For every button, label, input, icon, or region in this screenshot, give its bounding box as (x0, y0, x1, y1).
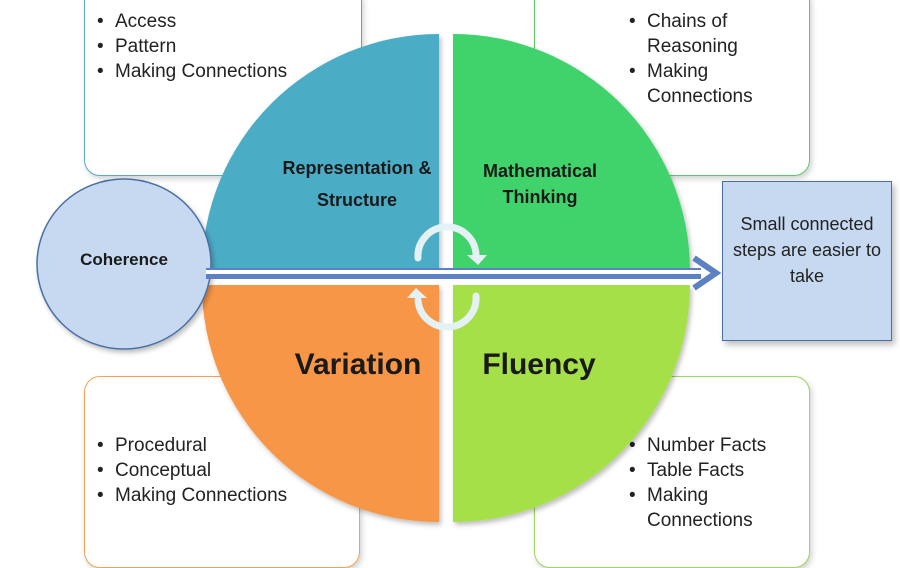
quadrant-fluency (453, 285, 690, 522)
quadrant-mathematical-thinking (453, 34, 690, 271)
quadrant-variation (202, 285, 439, 522)
list-item: Procedural (97, 433, 287, 458)
list-item: Number Facts (629, 433, 809, 458)
label-variation: Variation (294, 348, 422, 381)
list-item: Pattern (97, 34, 287, 59)
small-steps-box: Small connected steps are easier to take (722, 181, 892, 341)
right-arrow-icon (206, 255, 722, 291)
list-item: Table Facts (629, 458, 809, 483)
list-item: Access (97, 9, 287, 34)
list-item: Making Connections (629, 483, 809, 533)
label-representation-structure: Representation & Structure (282, 158, 432, 210)
cycle-arrow-top-icon (414, 223, 487, 265)
label-fluency: Fluency (482, 348, 596, 381)
cycle-arrow-bottom-icon (407, 288, 480, 331)
callout-list: Access Pattern Making Connections (97, 9, 287, 84)
list-item: Conceptual (97, 458, 287, 483)
callout-list: Number Facts Table Facts Making Connecti… (629, 433, 809, 533)
list-item: Making Connections (629, 59, 809, 109)
callout-list: Procedural Conceptual Making Connections (97, 433, 287, 508)
quadrant-circle-diagram (36, 34, 722, 522)
callout-list: Chains of Reasoning Making Connections (629, 9, 809, 109)
list-item: Chains of Reasoning (629, 9, 809, 59)
coherence-circle (36, 178, 212, 350)
list-item: Making Connections (97, 59, 287, 84)
list-item: Making Connections (97, 483, 287, 508)
label-mathematical-thinking: Mathematical Thinking (482, 161, 598, 207)
small-steps-text: Small connected steps are easier to take (732, 214, 882, 286)
quadrant-representation (202, 34, 439, 271)
coherence-label: Coherence (80, 250, 168, 269)
